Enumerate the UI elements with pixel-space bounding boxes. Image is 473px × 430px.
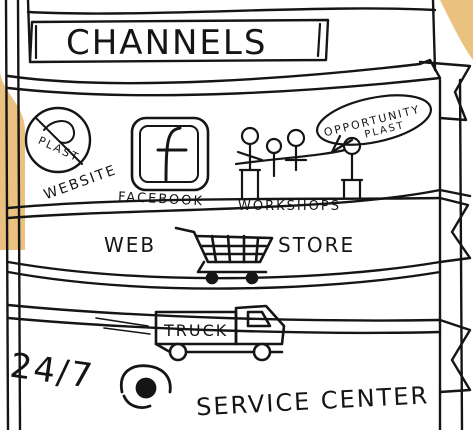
people-icon [236, 128, 362, 198]
workshops-label: WORKSHOPS [238, 199, 341, 214]
truck-label: TRUCK [163, 321, 228, 340]
speech-bubble-icon: OPPORTUNITY PLAST [313, 86, 436, 153]
globe-icon: PLAST [26, 108, 90, 172]
facebook-tablet-icon [132, 118, 208, 190]
webstore-left-label: WEB [104, 233, 156, 257]
title-text: CHANNELS [66, 23, 267, 63]
website-label: WEBSITE [42, 162, 119, 203]
headset-icon [121, 366, 170, 408]
service-label: SERVICE CENTER [196, 381, 430, 421]
webstore-right-label: STORE [278, 233, 355, 257]
website-badge-text: PLAST [36, 134, 82, 164]
facebook-label: FACEBOOK [118, 190, 205, 209]
shopping-cart-icon [176, 228, 272, 283]
title-banner: CHANNELS [30, 20, 328, 63]
